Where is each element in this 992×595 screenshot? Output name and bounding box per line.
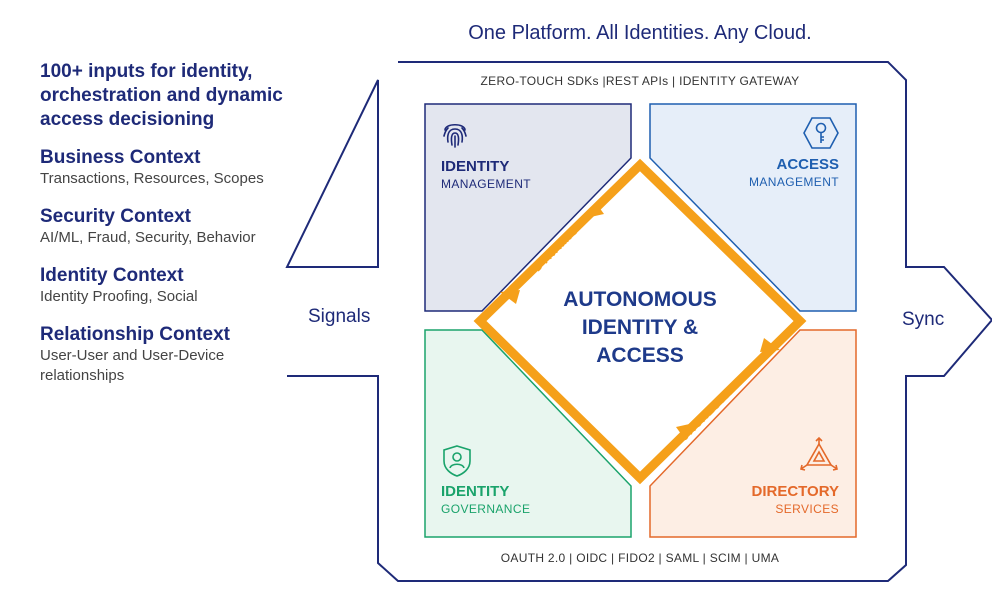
context-title: Identity Context [40,265,184,286]
context-relationship: Relationship Context User-User and User-… [40,323,290,386]
quadrant-directory-services [649,329,857,538]
identity-governance-label: IDENTITY GOVERNANCE [441,483,530,517]
quadrant-title: IDENTITY [441,158,510,175]
center-title-line2: IDENTITY & [581,316,699,339]
platform-frame [285,61,992,582]
protocol-label-bottom: OAUTH 2.0 | OIDC | FIDO2 | SAML | SCIM |… [500,551,780,565]
inputs-intro: 100+ inputs for identity, orchestration … [40,61,283,130]
user-shield-icon [443,445,471,477]
sync-label: Sync [902,309,945,330]
loop-arrowhead-bottom [500,290,520,304]
context-title: Business Context [40,147,201,168]
context-subtitle: Transactions, Resources, Scopes [40,170,264,187]
loop-arrowhead-orchestration [676,423,694,438]
orchestration-loop [473,158,807,485]
signals-input-list: 100+ inputs for identity, orchestration … [40,60,290,402]
context-subtitle: User-User and User-Device relationships [40,347,225,384]
quadrant-subtitle: GOVERNANCE [441,502,531,516]
quadrant-title: DIRECTORY [751,483,839,500]
quadrant-subtitle: MANAGEMENT [748,175,839,189]
page-title: One Platform. All Identities. Any Cloud. [468,22,812,44]
loop-arrowhead-dynamic [586,203,604,218]
quadrant-title: ACCESS [776,156,839,173]
center-title-line1: AUTONOMOUS [563,288,717,311]
context-identity: Identity Context Identity Proofing, Soci… [40,264,290,307]
signals-label: Signals [308,306,371,327]
identity-management-label: IDENTITY MANAGEMENT [441,158,531,192]
center-title: AUTONOMOUS IDENTITY & ACCESS [520,286,760,370]
directory-services-label: DIRECTORY SERVICES [700,483,839,517]
context-business: Business Context Transactions, Resources… [40,146,290,189]
quadrant-access-management [649,103,857,312]
context-subtitle: AI/ML, Fraud, Security, Behavior [40,229,256,246]
quadrant-identity-governance [424,329,632,538]
access-management-label: ACCESS MANAGEMENT [700,156,839,190]
loop-arrowhead-top [760,338,780,352]
center-title-line3: ACCESS [596,344,684,367]
integration-label-top: ZERO-TOUCH SDKs |REST APIs | IDENTITY GA… [480,74,800,88]
network-triangle-icon [800,436,838,471]
quadrant-identity-management [424,103,632,312]
quadrant-title: IDENTITY [441,483,510,500]
context-title: Security Context [40,206,191,227]
key-hexagon-icon [803,117,839,149]
fingerprint-icon [443,123,467,148]
quadrant-subtitle: SERVICES [775,502,839,516]
context-security: Security Context AI/ML, Fraud, Security,… [40,205,290,248]
context-subtitle: Identity Proofing, Social [40,288,198,305]
context-title: Relationship Context [40,324,231,345]
quadrant-subtitle: MANAGEMENT [441,177,532,191]
